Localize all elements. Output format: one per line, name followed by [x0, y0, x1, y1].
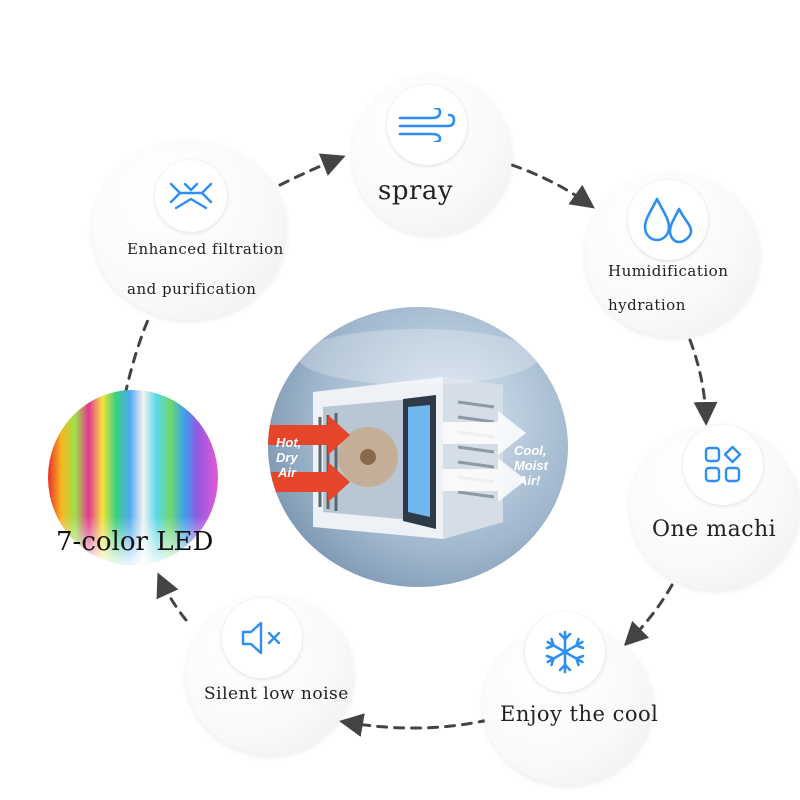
spray-icon-circle: [387, 85, 467, 165]
arrow-cool-to-silent: [339, 713, 490, 737]
led-label: 7-color LED: [56, 527, 214, 557]
rainbow-led-image: [48, 390, 218, 565]
arrow-filtration-to-spray: [278, 153, 346, 187]
filtration-icon-circle: [155, 160, 227, 232]
hot-label-2: Dry: [276, 450, 298, 465]
filtration-line2: and purification: [127, 280, 257, 298]
hot-label-3: Air: [277, 465, 297, 480]
arrow-silent-to-led: [156, 572, 188, 622]
mute-speaker-icon: [241, 621, 281, 655]
air-cooler-device: Hot, Dry Air Cool, Moist Air!: [268, 329, 549, 539]
enjoy-cool-icon-circle: [525, 612, 605, 692]
wind-icon: [398, 108, 456, 142]
one-machine-label: One machine: [652, 517, 776, 542]
silent-icon-circle: [222, 598, 302, 678]
arrow-machine-to-cool: [623, 583, 674, 647]
one-machine-icon-circle: [683, 425, 763, 505]
arrow-led-to-filtration: [123, 313, 152, 397]
humidification-line1: Humidification: [608, 262, 729, 280]
cool-label-2: Moist: [514, 458, 549, 473]
hot-label-1: Hot,: [276, 435, 301, 450]
cool-label-3: Air!: [517, 473, 541, 488]
cool-label-1: Cool,: [514, 443, 547, 458]
filter-icon: [169, 182, 213, 210]
filtration-line1: Enhanced filtration: [127, 240, 284, 258]
apps-grid-icon: [704, 445, 742, 483]
arrow-spray-to-humidification: [510, 163, 595, 209]
arrow-humidification-to-machine: [688, 338, 718, 426]
snowflake-icon: [545, 630, 585, 674]
led-rainbow-bubble: [48, 390, 218, 565]
humidification-icon-circle: [628, 180, 708, 260]
silent-label: Silent low noise: [204, 684, 349, 704]
spray-label: spray: [378, 176, 454, 206]
center-device-illustration: Hot, Dry Air Cool, Moist Air!: [268, 307, 568, 587]
enjoy-cool-label: Enjoy the cool: [500, 702, 659, 726]
water-drops-icon: [643, 197, 693, 244]
humidification-line2: hydration: [608, 296, 686, 314]
